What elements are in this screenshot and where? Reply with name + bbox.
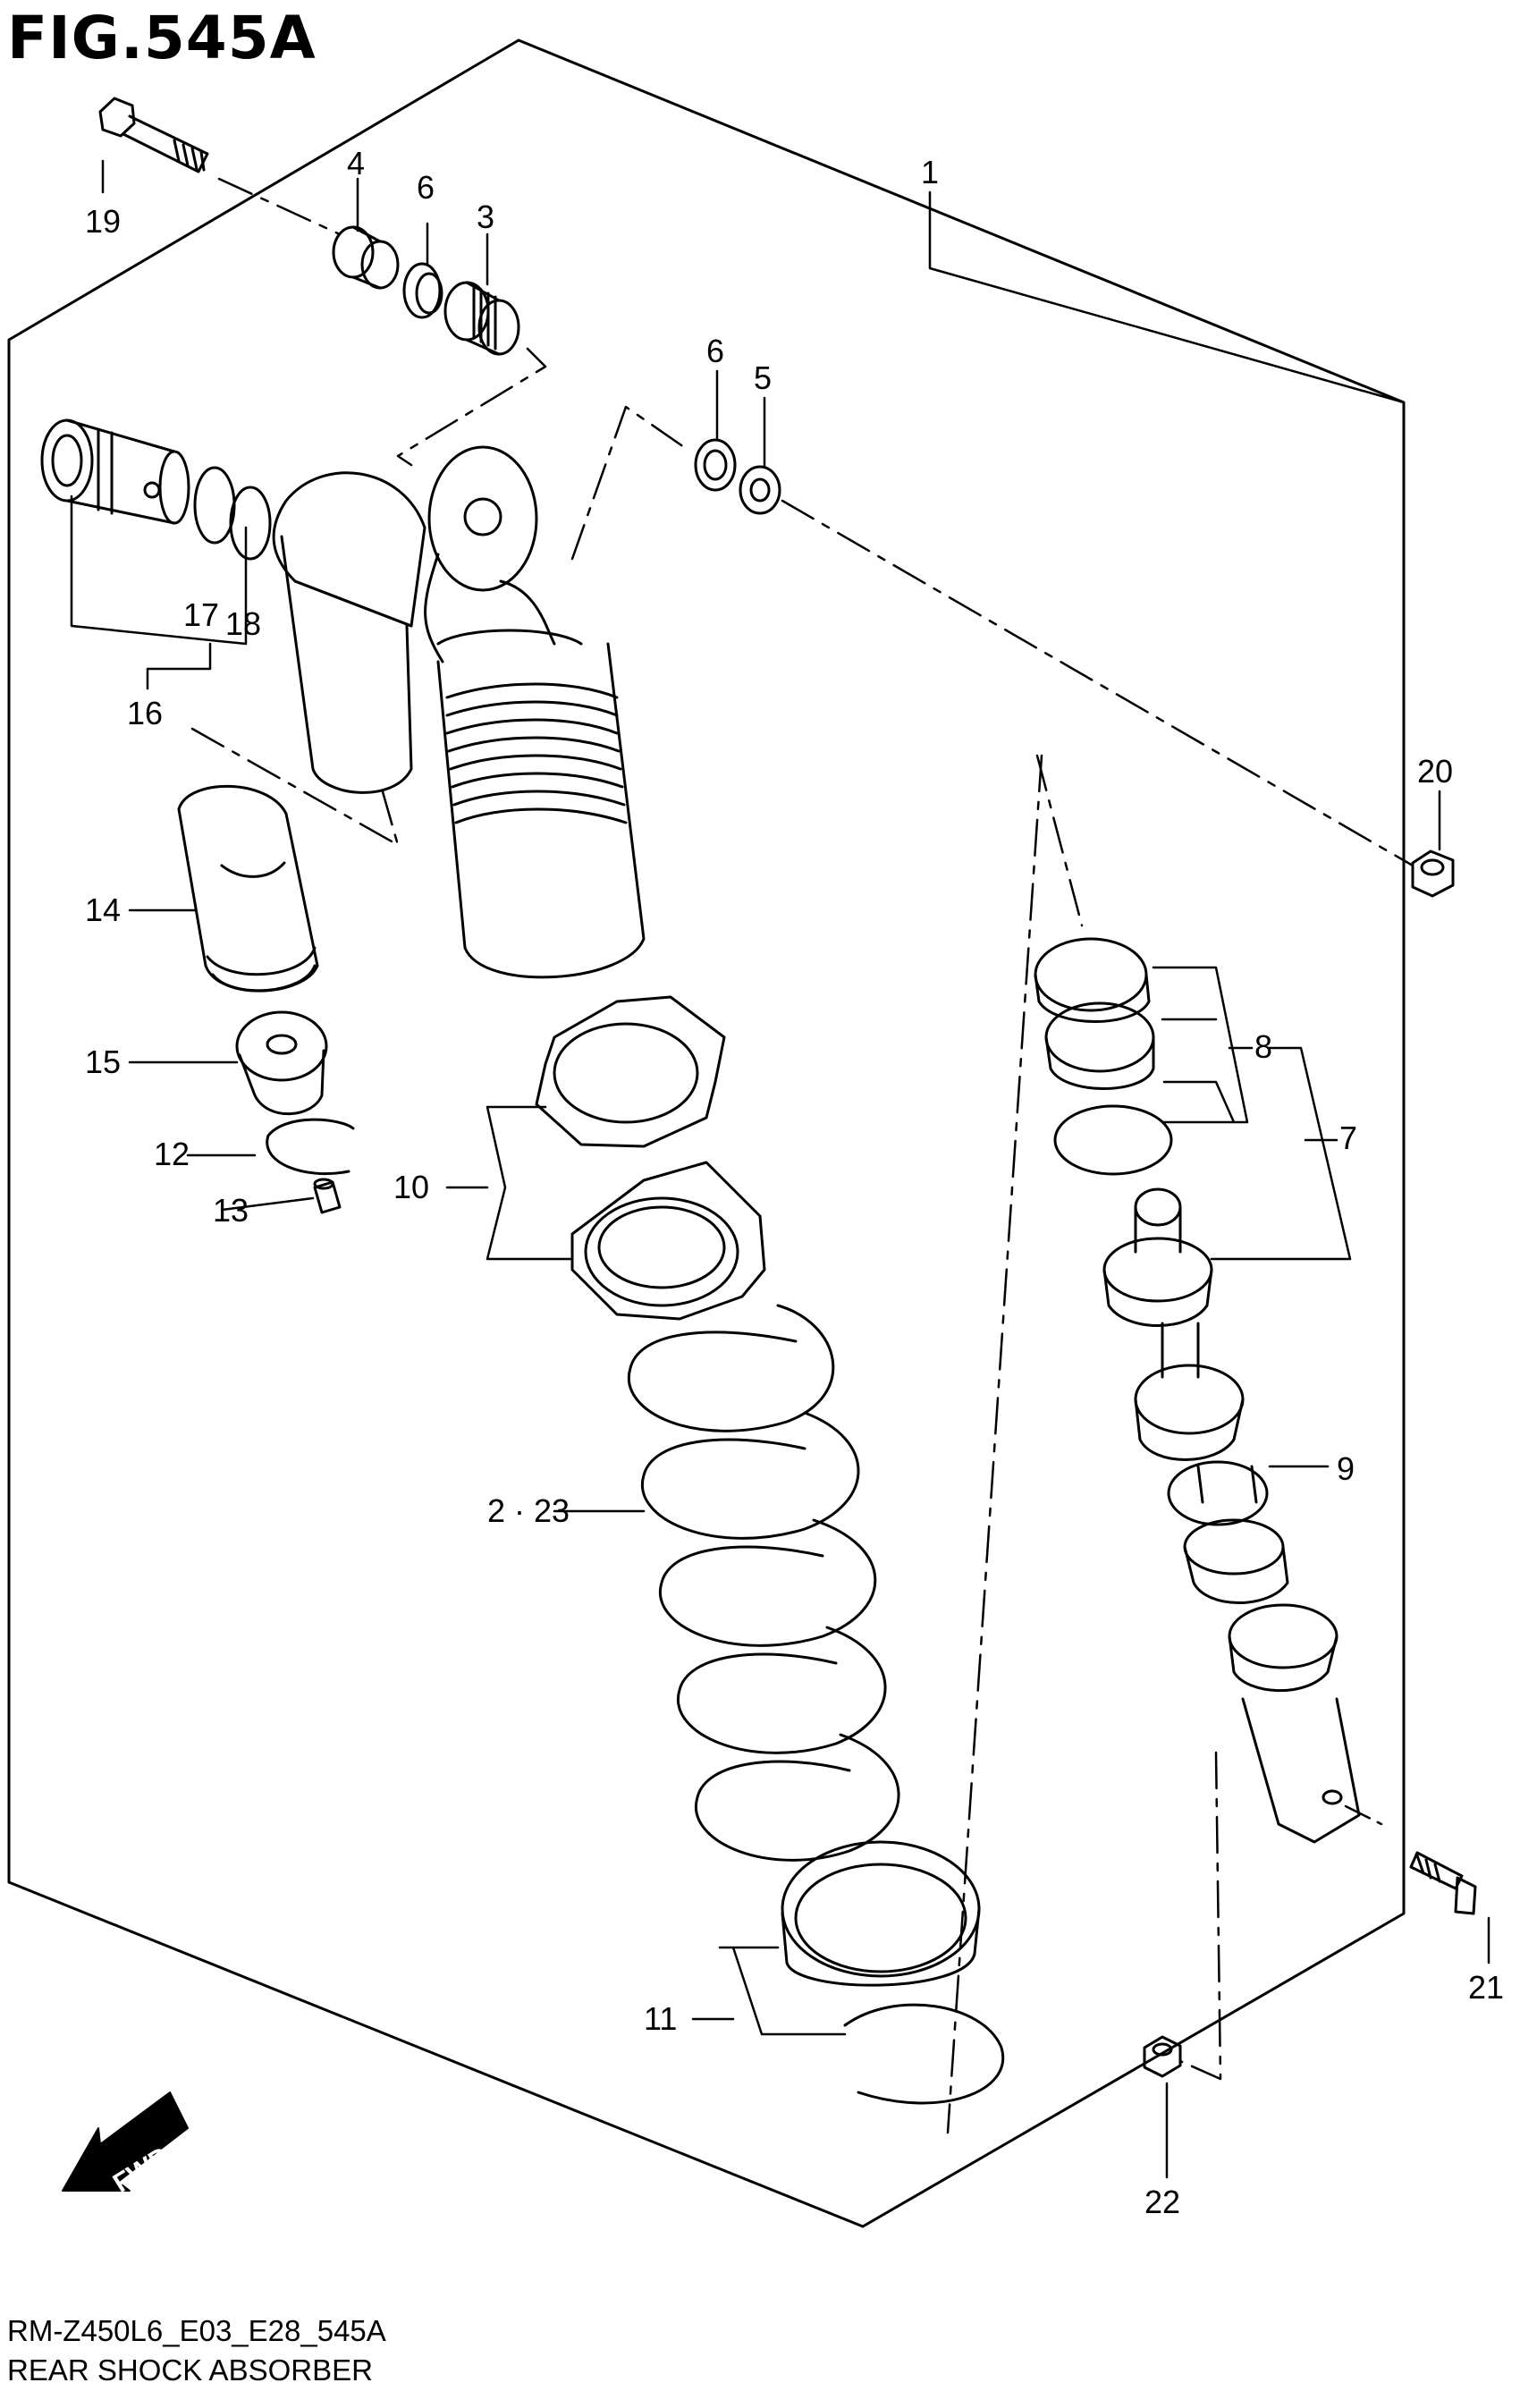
lock-nut-10-upper[interactable] (535, 995, 726, 1148)
reservoir-tank (272, 471, 426, 794)
leader-damper (1035, 754, 1084, 927)
shock-body-1[interactable] (424, 445, 646, 979)
callout-11: 11 (644, 2000, 677, 2037)
callout-8: 8 (1254, 1028, 1272, 1065)
leader-top-pivot (396, 347, 547, 467)
callout-9: 9 (1337, 1450, 1355, 1487)
damper-7[interactable] (1102, 1187, 1258, 1504)
callout-20: 20 (1417, 753, 1453, 790)
leader-reservoir (190, 727, 400, 847)
valve-13[interactable] (313, 1178, 342, 1214)
model-code: RM-Z450L6_E03_E28_545A (7, 2314, 386, 2347)
fwd-direction-badge: FWD (62, 2091, 189, 2199)
callout-14: 14 (85, 891, 121, 928)
oil-seal-6-right[interactable] (694, 438, 737, 492)
callout-3: 3 (477, 199, 494, 235)
damper-lower-clevis (1183, 1518, 1361, 1844)
callout-6-left: 6 (417, 169, 435, 206)
nut-22[interactable] (1143, 2035, 1182, 2078)
o-ring-18[interactable] (229, 486, 272, 561)
callout-17: 17 (183, 596, 219, 633)
callout-2-23: 2 · 23 (487, 1492, 570, 1529)
leader-spring-axis (946, 754, 1043, 2134)
callout-15: 15 (85, 1043, 121, 1080)
bolt-19[interactable] (98, 97, 209, 173)
callout-1: 1 (921, 154, 939, 190)
callout-7: 7 (1339, 1120, 1357, 1156)
assembly-boundary (7, 38, 1406, 2228)
circlip-12[interactable] (266, 1118, 355, 1176)
bearing-3[interactable] (443, 281, 520, 356)
lock-nut-10-lower[interactable] (570, 1161, 766, 1321)
collar-4[interactable] (332, 225, 400, 290)
callout-19: 19 (85, 203, 121, 240)
callout-22: 22 (1144, 2184, 1180, 2220)
spring-guide-11[interactable] (781, 1840, 981, 1987)
callout-leaders (70, 159, 1490, 2179)
leader-body-to-washer (570, 405, 686, 561)
callout-13: 13 (213, 1192, 249, 1229)
o-ring-17[interactable] (193, 466, 236, 545)
adjuster-16[interactable] (40, 418, 190, 525)
cap-15[interactable] (235, 1010, 328, 1116)
callout-5: 5 (754, 359, 772, 396)
figure-title: FIG.545A (7, 4, 317, 72)
part-name: REAR SHOCK ABSORBER (7, 2353, 373, 2387)
callout-labels: 1 19 4 6 3 6 5 17 18 16 20 14 15 12 13 1… (85, 145, 1504, 2220)
callout-4: 4 (347, 145, 365, 182)
leader-bolt-axis (217, 177, 342, 236)
o-ring-9[interactable] (1167, 1460, 1269, 1526)
callout-10: 10 (393, 1169, 429, 1205)
fwd-arrow-icon (62, 2091, 189, 2192)
stopper-ring-11[interactable] (843, 2003, 1005, 2105)
nut-20[interactable] (1411, 849, 1455, 898)
callout-18: 18 (225, 605, 261, 642)
bladder-14[interactable] (177, 784, 319, 993)
callout-6-right: 6 (706, 333, 724, 369)
oil-seal-6-left[interactable] (402, 262, 443, 319)
leader-clevis-to-bolt (1344, 1804, 1383, 1826)
callout-12: 12 (154, 1136, 190, 1172)
collar-5[interactable] (739, 465, 781, 515)
bolt-21[interactable] (1409, 1851, 1477, 1915)
bump-rubber-8[interactable] (1034, 937, 1173, 1176)
leader-nut-22 (1178, 1751, 1222, 2081)
spring-2-23[interactable] (627, 1304, 900, 1862)
leader-collar-to-nut (781, 499, 1414, 867)
callout-21: 21 (1468, 1969, 1504, 2006)
callout-16: 16 (127, 695, 163, 731)
